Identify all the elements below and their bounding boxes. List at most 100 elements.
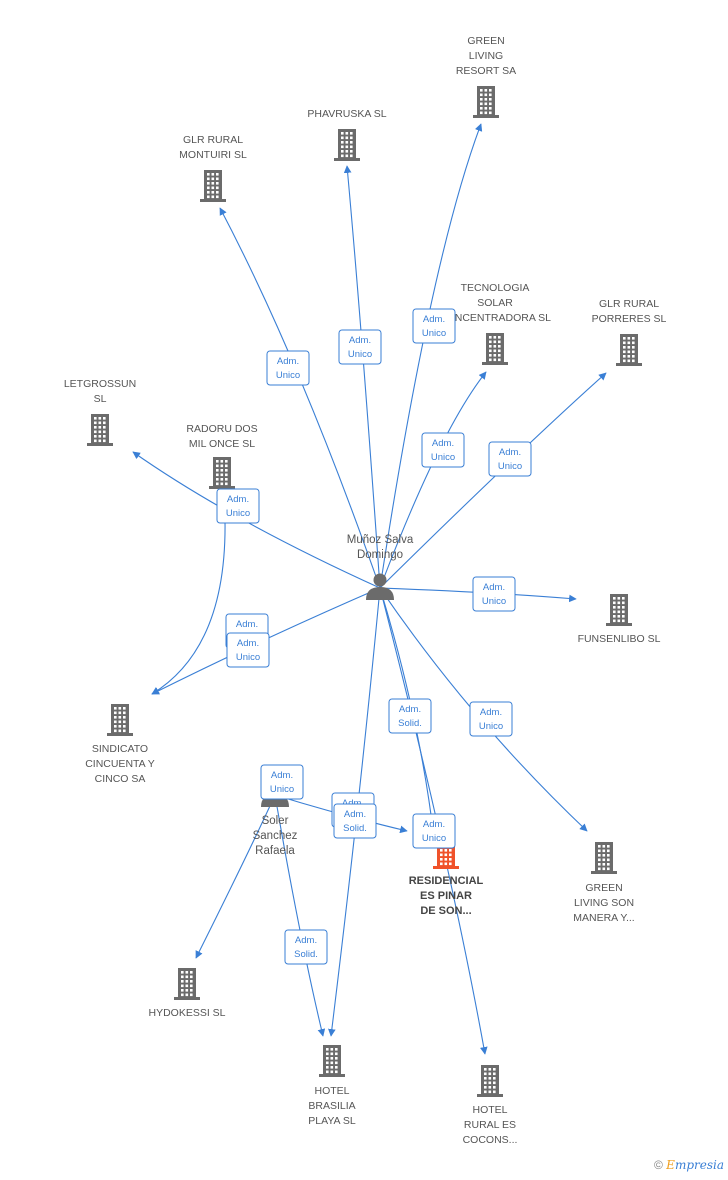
edge-label-soler-residencial[interactable]: Adm. Solid. — [333, 803, 377, 839]
edge-label-text: Adm. — [295, 935, 317, 946]
edge-label-text: Adm. — [423, 819, 445, 830]
edge-label-box — [338, 329, 382, 365]
edge-label-box — [260, 764, 304, 800]
edge-label-munoz-phavruska[interactable]: Adm. Unico — [338, 329, 382, 365]
building-icon — [616, 334, 642, 366]
node-label: DE SON... — [420, 905, 471, 917]
node-label: RESIDENCIAL — [409, 875, 484, 887]
edge-label-text: Unico — [236, 652, 260, 663]
edge-label-munoz-glr_rural_porreres[interactable]: Adm.Unico — [488, 441, 532, 477]
edge-label-text: Adm. — [277, 356, 299, 367]
copyright-symbol: © — [653, 1158, 663, 1172]
node-label: GLR RURAL — [183, 134, 243, 146]
building-icon — [477, 1065, 503, 1097]
node-label: MIL ONCE SL — [189, 438, 255, 450]
node-label: Rafaela — [255, 845, 295, 857]
edge-label-munoz-residencial[interactable]: Adm.Solid. — [388, 698, 432, 734]
node-label: LIVING — [469, 50, 503, 62]
edge-label-munoz-tecnologia_solar[interactable]: Adm.Unico — [421, 432, 465, 468]
company-node-residencial[interactable]: RESIDENCIAL ES PINAR DE SON... — [409, 837, 484, 917]
edge-label-text: Unico — [226, 508, 250, 519]
node-label: ES PINAR — [420, 890, 472, 902]
node-label: Soler — [262, 815, 289, 827]
node-label: SOLAR — [477, 297, 513, 309]
building-icon — [473, 86, 499, 118]
company-node-radoru[interactable]: RADORU DOS MIL ONCE SL — [186, 423, 258, 489]
node-label: CINCUENTA Y — [85, 758, 155, 770]
edge-label-text: Adm. — [237, 638, 259, 649]
person-icon — [366, 573, 394, 600]
edge-label-text: Unico — [422, 833, 446, 844]
node-label: HYDOKESSI SL — [148, 1007, 225, 1019]
node-label: Sanchez — [253, 830, 298, 842]
edge-label-radoru-sindicato[interactable]: Adm. Unico — [226, 632, 270, 668]
edge-label-soler-hydokessi[interactable]: Adm.Unico — [260, 764, 304, 800]
building-icon — [319, 1045, 345, 1077]
edge-radoru-sindicato — [151, 472, 226, 695]
edge-label-text: Adm. — [399, 704, 421, 715]
edge-label-munoz-letgrossun[interactable]: Adm.Unico — [216, 488, 260, 524]
company-node-hydokessi[interactable]: HYDOKESSI SL — [148, 968, 226, 1019]
edge-label-box — [266, 350, 310, 386]
edge-label-text: Adm. — [349, 335, 371, 346]
edge-label-text: Unico — [348, 349, 372, 360]
node-label: SL — [94, 393, 107, 405]
company-node-green_living_son_manera[interactable]: GREEN LIVING SON MANERA Y... — [573, 842, 635, 924]
edge-label-munoz-funsenlibo[interactable]: Adm.Unico — [472, 576, 516, 612]
node-label: GLR RURAL — [599, 298, 659, 310]
node-label: GREEN — [585, 882, 622, 894]
edges-layer — [132, 123, 607, 1055]
edge-label-text: Unico — [431, 452, 455, 463]
node-label: HOTEL — [314, 1085, 349, 1097]
edge-label-text: Solid. — [343, 823, 367, 834]
node-label: PORRERES SL — [592, 313, 667, 325]
node-label: Muñoz Salva — [347, 534, 414, 546]
node-label: LIVING SON — [574, 897, 634, 909]
edge-label-munoz-hotel_rural[interactable]: Adm. Unico — [412, 813, 456, 849]
company-node-phavruska[interactable]: PHAVRUSKA SL — [307, 108, 387, 161]
edge-munoz-glr_rural_porreres — [379, 372, 607, 589]
edge-label-box — [472, 576, 516, 612]
building-icon — [174, 968, 200, 1000]
node-label: RADORU DOS — [186, 423, 257, 435]
edge-munoz-green_living_resort — [379, 123, 483, 589]
node-label: RURAL ES — [464, 1119, 516, 1131]
building-icon — [482, 333, 508, 365]
node-label: SINDICATO — [92, 743, 148, 755]
node-label: PHAVRUSKA SL — [307, 108, 386, 120]
edge-label-munoz-green_living_son_manera[interactable]: Adm.Unico — [469, 701, 513, 737]
node-label: LETGROSSUN — [64, 378, 136, 390]
edge-label-text: Adm. — [483, 582, 505, 593]
node-label: COCONS... — [463, 1134, 518, 1146]
edge-label-text: Unico — [479, 721, 503, 732]
edge-label-munoz-green_living_resort[interactable]: Adm.Unico — [412, 308, 456, 344]
company-node-funsenlibo[interactable]: FUNSENLIBO SL — [578, 594, 661, 645]
edge-label-text: Adm. — [271, 770, 293, 781]
company-node-glr_rural_porreres[interactable]: GLR RURAL PORRERES SL — [592, 298, 667, 366]
node-label: CONCENTRADORA SL — [439, 312, 551, 324]
edge-label-text: Adm. — [344, 809, 366, 820]
edge-label-box — [421, 432, 465, 468]
edge-label-text: Adm. — [236, 619, 258, 630]
building-icon — [591, 842, 617, 874]
company-node-letgrossun[interactable]: LETGROSSUN SL — [64, 378, 136, 446]
brand-logo[interactable]: Empresia — [666, 1158, 724, 1172]
edge-soler-hydokessi — [195, 794, 276, 959]
node-label: MANERA Y... — [573, 912, 634, 924]
building-icon — [107, 704, 133, 736]
edge-label-soler-hotel_brasilia[interactable]: Adm.Solid. — [284, 929, 328, 965]
edge-label-text: Unico — [422, 328, 446, 339]
edge-label-box — [388, 698, 432, 734]
node-label: BRASILIA — [308, 1100, 355, 1112]
footer-brand: © Empresia — [654, 1158, 724, 1172]
edge-label-munoz-glr_rural_montuiri[interactable]: Adm.Unico — [266, 350, 310, 386]
